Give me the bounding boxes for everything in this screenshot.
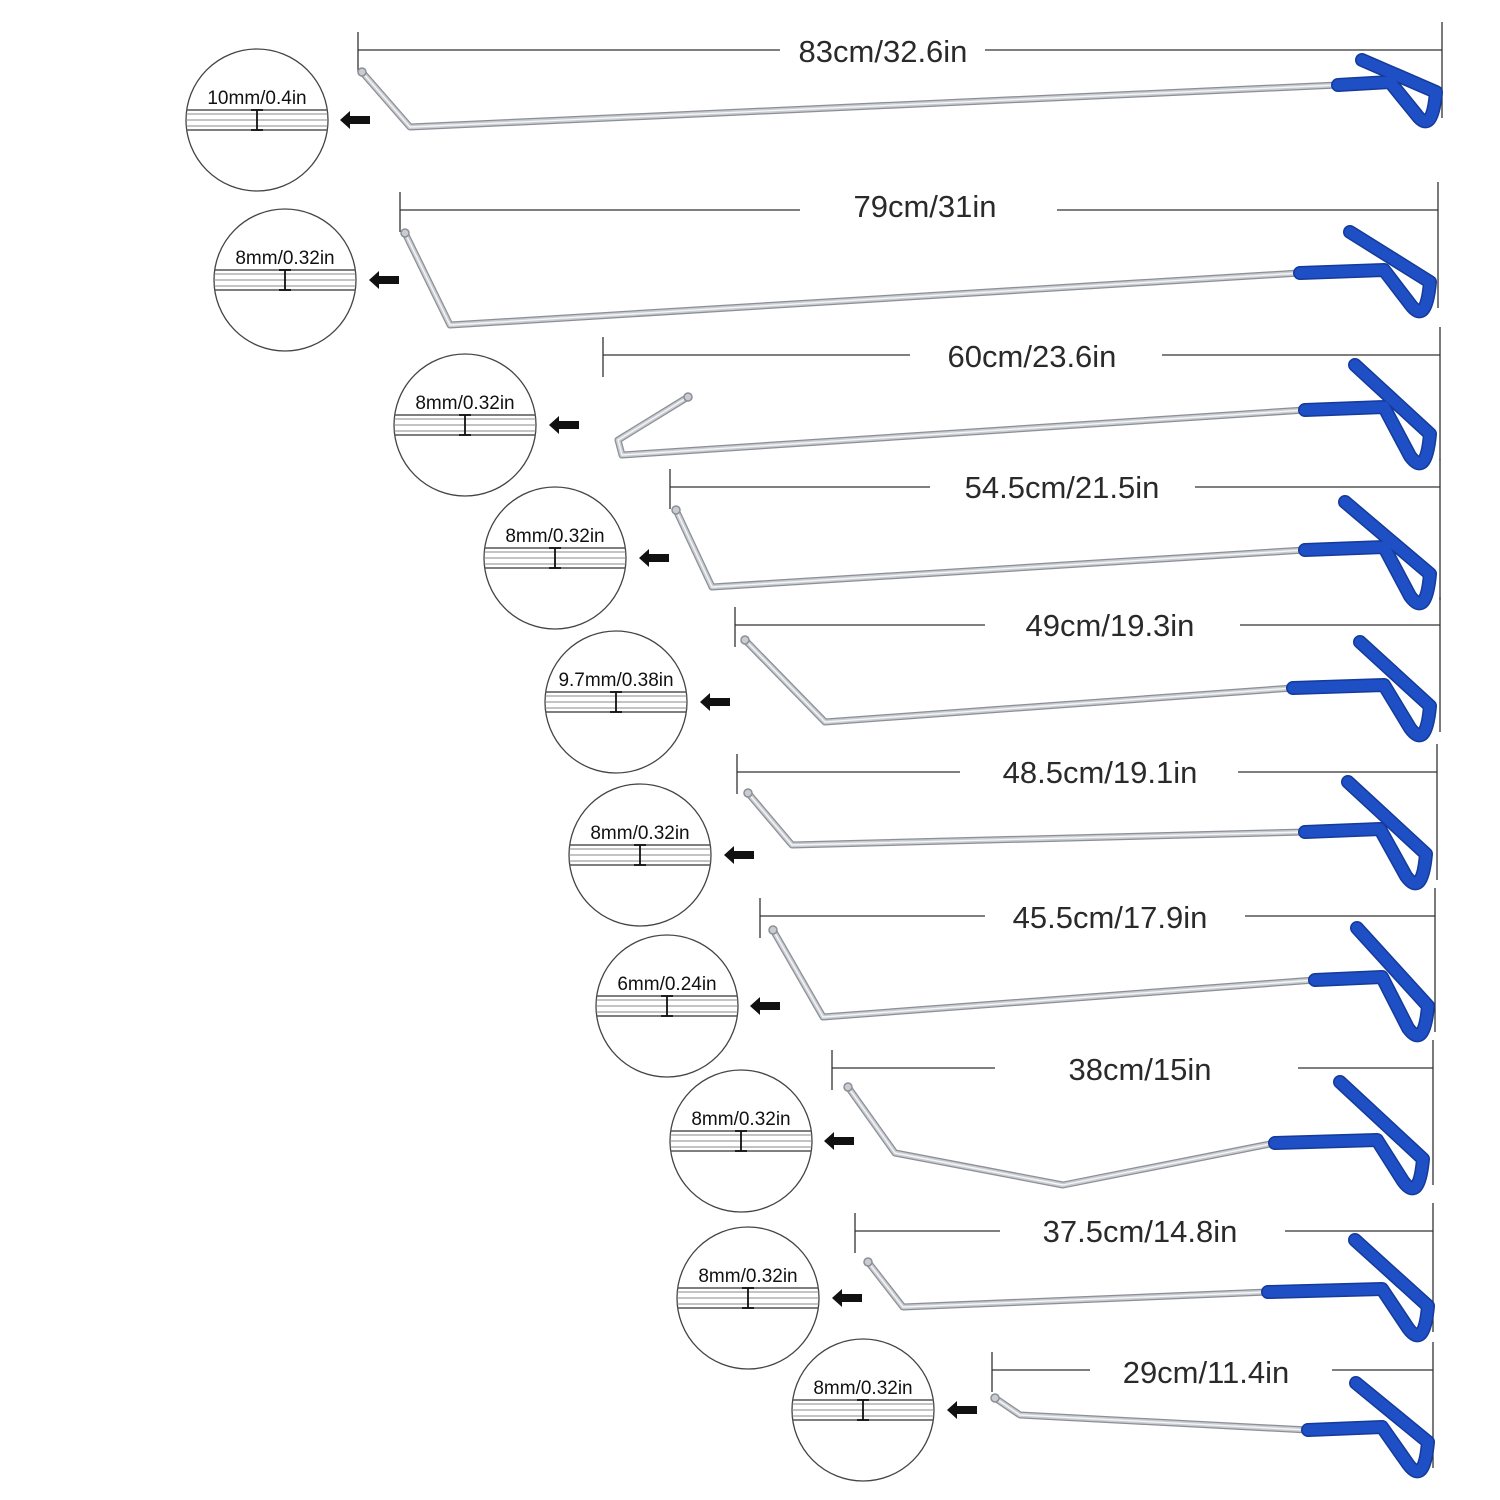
rod-edge <box>769 926 1319 1021</box>
rod <box>770 927 1318 1020</box>
arrow-left-icon <box>369 271 399 289</box>
arrow-left-icon <box>700 693 730 711</box>
rod-highlight <box>867 1261 1269 1308</box>
rod-tip <box>357 67 367 77</box>
arrow-left-icon <box>549 416 579 434</box>
rod-tip <box>400 228 410 238</box>
diameter-label: 8mm/0.32in <box>235 248 334 269</box>
length-label: 54.5cm/21.5in <box>965 470 1160 505</box>
tool-10: 29cm/11.4in 8mm/0.32in <box>791 1338 1435 1482</box>
diameter-label: 8mm/0.32in <box>415 393 514 414</box>
rod <box>615 394 1308 458</box>
arrow-left-icon <box>639 549 669 567</box>
blue-handle <box>1294 226 1436 317</box>
blue-handle <box>1287 636 1436 741</box>
blue-handle <box>1299 359 1436 469</box>
blue-handle <box>1269 1076 1429 1194</box>
length-label: 38cm/15in <box>1068 1052 1211 1087</box>
rod-highlight <box>617 396 1306 456</box>
diameter-label: 8mm/0.32in <box>505 526 604 547</box>
tool-2: 79cm/31in 8mm/0.32in <box>213 182 1439 352</box>
length-label: 45.5cm/17.9in <box>1013 900 1208 935</box>
rod-edge <box>358 68 1342 131</box>
tool-9: 37.5cm/14.8in 8mm/0.32in <box>676 1203 1435 1370</box>
rod-edge <box>844 1083 1279 1189</box>
diameter-label: 8mm/0.32in <box>813 1378 912 1399</box>
rod-highlight <box>994 1397 1309 1431</box>
blue-handle <box>1302 1377 1434 1477</box>
length-label: 37.5cm/14.8in <box>1043 1214 1238 1249</box>
length-label: 79cm/31in <box>853 189 996 224</box>
diameter-label: 8mm/0.32in <box>698 1266 797 1287</box>
length-label: 60cm/23.6in <box>948 339 1117 374</box>
rod-tip <box>768 925 778 935</box>
rod-highlight <box>747 792 1306 846</box>
rod-tip <box>683 392 693 402</box>
tool-6: 48.5cm/19.1in 8mm/0.32in <box>568 744 1438 927</box>
rod-highlight <box>744 639 1294 723</box>
rod-tip <box>743 788 753 798</box>
arrow-left-icon <box>824 1132 854 1150</box>
arrow-left-icon <box>724 846 754 864</box>
arrow-left-icon <box>340 111 370 129</box>
tool-5: 49cm/19.3in 9.7mm/0.38in <box>544 597 1441 774</box>
length-label: 49cm/19.3in <box>1026 608 1195 643</box>
rod-tip <box>671 505 681 515</box>
tool-8: 38cm/15in 8mm/0.32in <box>669 1040 1434 1213</box>
rod-highlight <box>772 929 1316 1018</box>
rod-highlight <box>675 509 1306 588</box>
tool-7: 45.5cm/17.9in 6mm/0.24in <box>595 888 1436 1078</box>
arrow-left-icon <box>832 1289 862 1307</box>
blue-handle <box>1299 776 1432 889</box>
rod-tip <box>843 1082 853 1092</box>
rod-tip <box>990 1393 1000 1403</box>
diameter-label: 8mm/0.32in <box>691 1109 790 1130</box>
rod <box>359 69 1341 130</box>
diameter-label: 9.7mm/0.38in <box>558 670 673 691</box>
blue-handle <box>1262 1234 1434 1341</box>
tools-layer: 83cm/32.6in 10mm/0.4in 79cm/31in 8mm/0.32in… <box>185 22 1443 1482</box>
rod-tip <box>740 635 750 645</box>
rod-highlight <box>404 232 1301 326</box>
rod <box>845 1084 1278 1188</box>
length-label: 83cm/32.6in <box>799 34 968 69</box>
length-label: 48.5cm/19.1in <box>1003 755 1198 790</box>
tool-1: 83cm/32.6in 10mm/0.4in <box>185 22 1443 192</box>
rod <box>673 507 1308 590</box>
tool-3: 60cm/23.6in 8mm/0.32in <box>393 327 1441 497</box>
rod-highlight <box>847 1086 1276 1186</box>
rod-tip <box>863 1257 873 1267</box>
rod-highlight <box>361 71 1339 128</box>
rod <box>402 230 1303 328</box>
diameter-label: 8mm/0.32in <box>590 823 689 844</box>
arrow-left-icon <box>750 997 780 1015</box>
arrow-left-icon <box>947 1401 977 1419</box>
diameter-label: 10mm/0.4in <box>207 88 306 109</box>
rod-edge <box>672 506 1309 591</box>
diameter-label: 6mm/0.24in <box>617 974 716 995</box>
rod <box>742 637 1296 725</box>
blue-handle <box>1299 496 1436 609</box>
blue-handle <box>1309 922 1434 1041</box>
length-label: 29cm/11.4in <box>1123 1355 1290 1390</box>
blue-handle <box>1332 54 1442 127</box>
tool-4: 54.5cm/21.5in 8mm/0.32in <box>483 459 1441 630</box>
